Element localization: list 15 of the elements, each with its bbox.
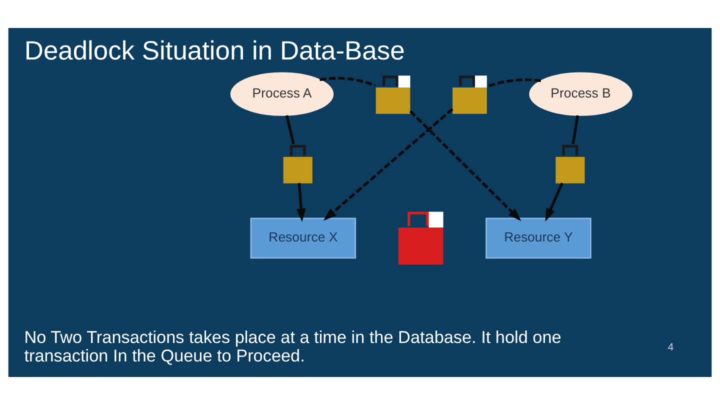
node-ellipse: Process A — [230, 72, 334, 116]
label: No Two Transactions takes place at a time in the Database. It hold one transaction In the Queue to Proceed. — [24, 326, 562, 366]
diagram-title: Deadlock Situation in Data-Base — [24, 35, 405, 66]
label: 4 — [668, 340, 674, 353]
connector — [320, 76, 376, 86]
arrow — [296, 182, 306, 222]
node-ellipse: Process B — [529, 72, 632, 116]
arrow — [409, 110, 522, 221]
arrow — [323, 107, 454, 220]
connector — [572, 114, 579, 144]
node-box: Resource X — [250, 217, 356, 258]
connector — [486, 78, 542, 88]
connector — [285, 114, 295, 144]
arrow — [545, 182, 564, 222]
node-box: Resource Y — [486, 217, 592, 258]
